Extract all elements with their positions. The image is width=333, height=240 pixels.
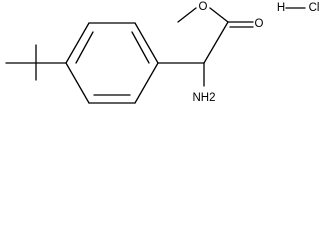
ring-inner-double-bond-a [75, 31, 94, 64]
chemical-structure: O O NH2 H Cl [5, 1, 320, 104]
hydrogen-label: H [277, 2, 285, 14]
amine-label: NH2 [192, 92, 215, 104]
carbonyl-oxygen-label: O [255, 18, 264, 30]
carbonyl-to-ester-oxygen-bond [209, 7, 229, 23]
side-chain [157, 7, 254, 87]
tert-butyl-group [5, 44, 67, 81]
alpha-carbon-to-carbonyl-bond [203, 21, 229, 64]
benzene-ring [65, 22, 159, 104]
ring-bond-6 [65, 62, 90, 104]
ester-oxygen-label: O [199, 1, 208, 13]
ring-bond-4 [134, 62, 159, 104]
ring-inner-double-bond-b [131, 31, 150, 64]
ring-bond-3 [134, 22, 159, 64]
chlorine-label: Cl [309, 2, 320, 14]
ring-bond-1 [65, 22, 90, 64]
ester-oxygen-to-methyl-bond [177, 7, 197, 23]
